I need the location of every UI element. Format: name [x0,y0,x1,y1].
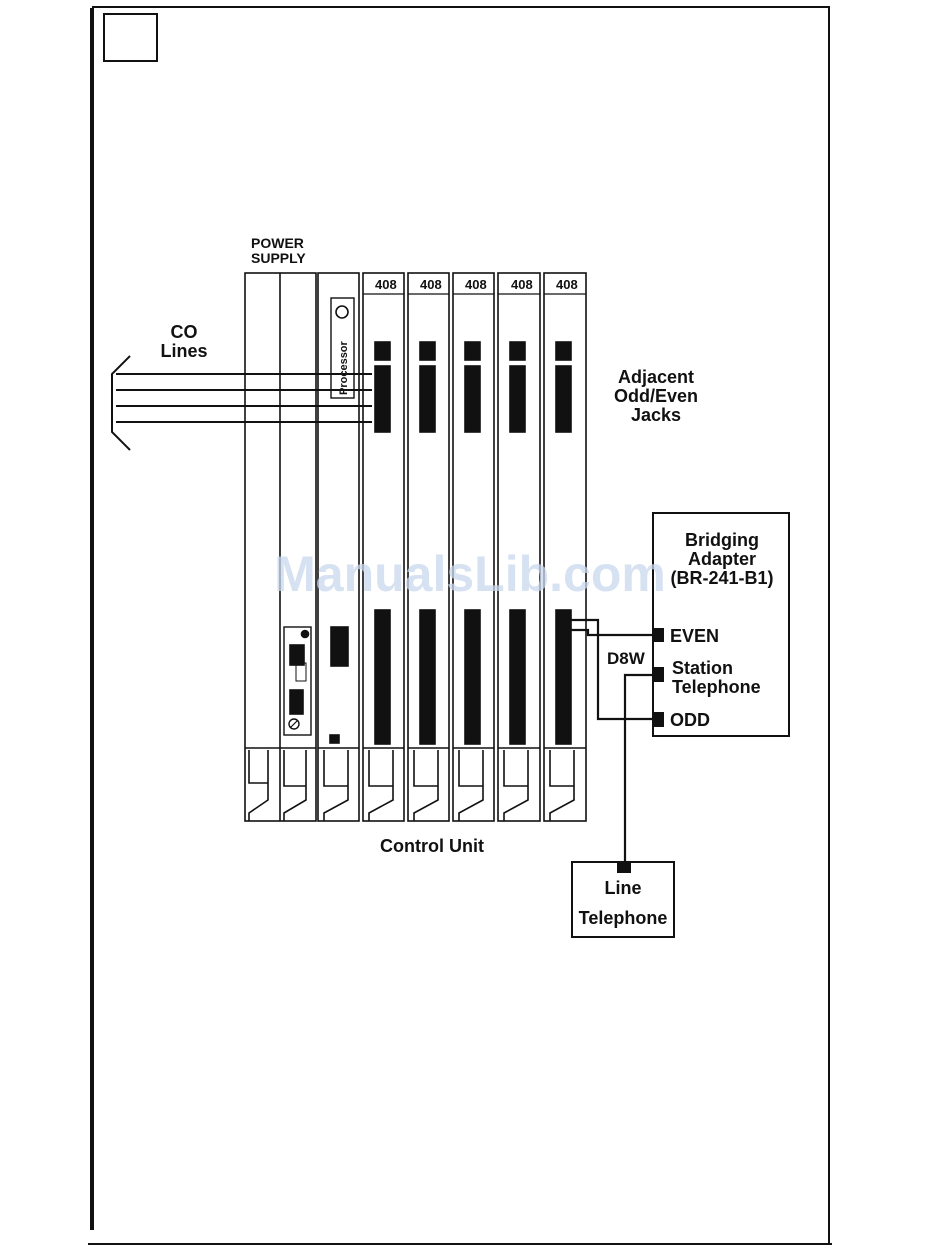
module-408-label: 408 [556,277,578,292]
power-supply-label: POWER [251,235,304,251]
co-lines-label: Lines [160,341,207,361]
even-cord [571,630,656,635]
adjacent-jacks-label: Jacks [631,405,681,425]
adjacent-jacks-label: Odd/Even [614,386,698,406]
station-telephone-label: Station [672,658,733,678]
station-jack [653,668,663,681]
module-408-label: 408 [420,277,442,292]
module-408-label: 408 [465,277,487,292]
processor-label: Processor [338,340,350,395]
d8w-label: D8W [607,649,646,668]
line-telephone-label: Telephone [579,908,668,928]
line-telephone-jack [618,863,630,872]
module-408-label: 408 [375,277,397,292]
bridging-adapter-model: (BR-241-B1) [670,568,773,588]
odd-jack [653,713,663,726]
bridging-adapter-title: Bridging [685,530,759,550]
co-lines-bracket [112,356,130,450]
line-telephone-cord [625,675,656,868]
odd-label: ODD [670,710,710,730]
watermark: ManualsLib.com [274,546,666,602]
line-telephone-label: Line [604,878,641,898]
station-telephone-label: Telephone [672,677,761,697]
page-frame [88,7,832,1244]
even-jack [653,629,663,641]
corner-box [104,14,157,61]
control-unit-label: Control Unit [380,836,484,856]
co-lines-label: CO [171,322,198,342]
co-lines-wires [112,356,372,450]
adjacent-jacks-label: Adjacent [618,367,694,387]
even-label: EVEN [670,626,719,646]
module-408-label: 408 [511,277,533,292]
bridging-adapter-title: Adapter [688,549,756,569]
power-supply-label: SUPPLY [251,250,306,266]
